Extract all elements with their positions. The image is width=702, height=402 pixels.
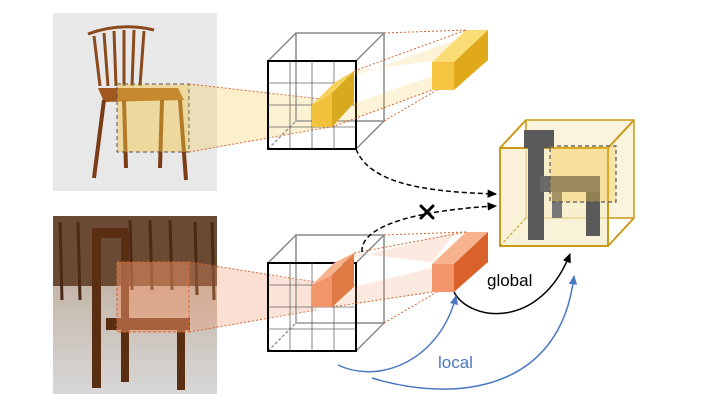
reconstruction-volume: [499, 119, 635, 247]
local-label: local: [438, 353, 473, 372]
bottom-feature-prism: [432, 232, 488, 292]
bottom-to-output-arrow: [361, 202, 498, 253]
cross-icon: [419, 204, 435, 220]
global-label: global: [487, 271, 532, 290]
top-feature-cube: [267, 29, 489, 150]
local-arrow-inner: [337, 294, 459, 373]
top-projection: [188, 83, 331, 153]
top-to-output-arrow: [355, 148, 498, 198]
bottom-feature-cube: [267, 231, 489, 352]
bottom-projection: [188, 261, 317, 333]
voxel-chair: [524, 130, 600, 240]
local-arrow-outer: [371, 274, 578, 390]
top-feature-prism: [432, 30, 488, 90]
bottom-chair-photo: [53, 216, 217, 394]
top-chair-photo: [53, 13, 217, 191]
global-arrow: [453, 253, 571, 315]
